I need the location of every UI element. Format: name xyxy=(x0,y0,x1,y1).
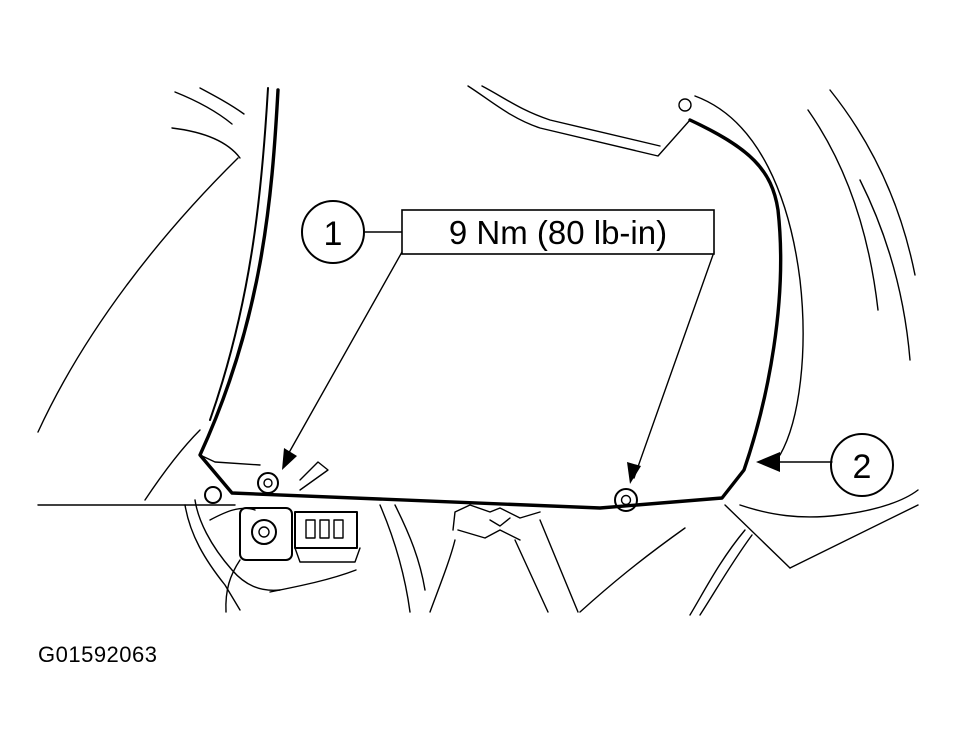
callout-1-label: 1 xyxy=(324,215,343,253)
panel-locating-hole xyxy=(678,98,692,112)
fastener-left xyxy=(257,472,279,494)
trim-panel xyxy=(198,88,783,510)
arrow-head-fastener-right xyxy=(627,462,641,484)
arrow-head-fastener-left xyxy=(282,448,297,470)
figure-id: G01592063 xyxy=(38,642,158,667)
torque-spec-text: 9 Nm (80 lb-in) xyxy=(449,214,667,251)
fasteners xyxy=(257,472,638,512)
callout-1: 1 xyxy=(301,200,365,264)
arrow-head-trim-panel xyxy=(756,452,780,472)
callout-2: 2 xyxy=(830,433,894,497)
background-structure xyxy=(37,85,919,616)
leaders xyxy=(282,231,833,484)
fastener-right xyxy=(614,488,638,512)
callout-2-label: 2 xyxy=(853,448,872,486)
trim-panel-outline xyxy=(198,88,783,510)
torque-spec-box: 9 Nm (80 lb-in) xyxy=(401,209,715,255)
